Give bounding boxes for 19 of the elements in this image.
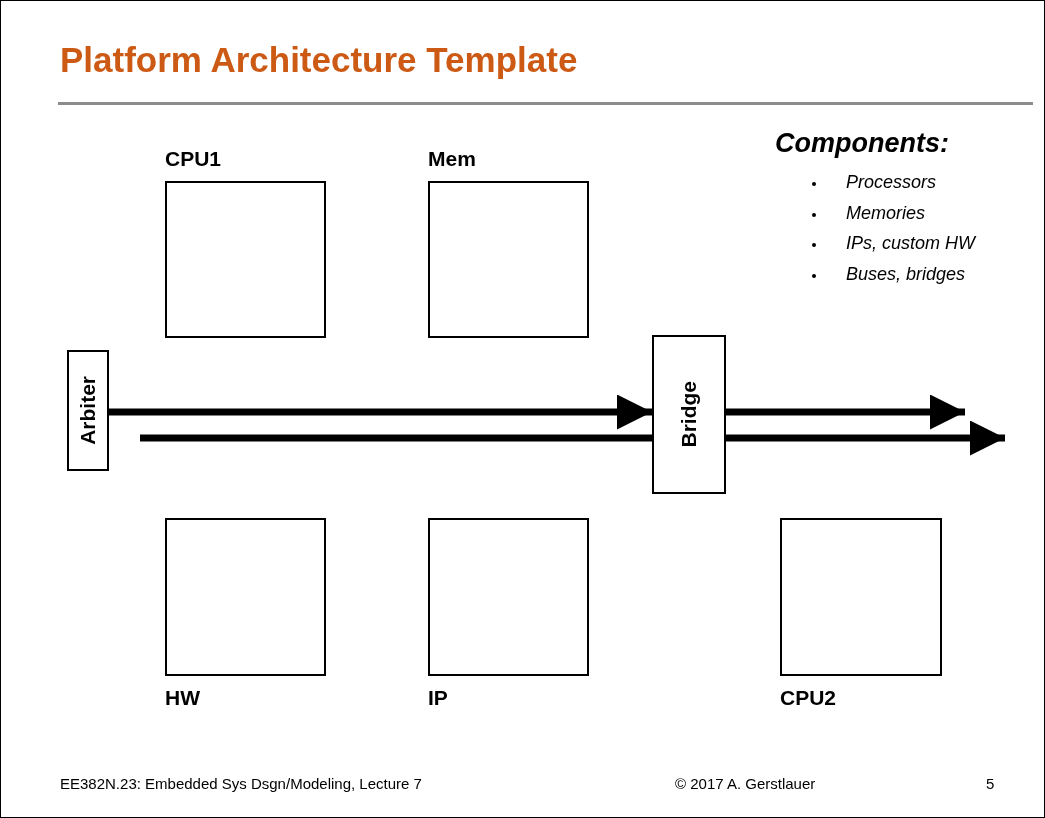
component-label: IP [428, 686, 448, 710]
bullet-item: IPs, custom HW [846, 233, 975, 254]
bullet-item: Buses, bridges [846, 264, 966, 285]
footer-text: © 2017 A. Gerstlauer [675, 775, 816, 792]
bullet-item: Memories [846, 203, 925, 224]
bullet-item: Processors [846, 172, 937, 193]
bus-block [652, 335, 726, 494]
page-number: 5 [986, 775, 995, 792]
component-label: CPU1 [165, 147, 222, 171]
block-label: Arbiter [76, 376, 100, 445]
bus-arrow [109, 394, 652, 430]
footer-text: EE382N.23: Embedded Sys Dsgn/Modeling, Lecture 7 [60, 775, 422, 792]
slide-title: Platform Architecture Template [60, 40, 578, 80]
block-label: Bridge [677, 381, 701, 448]
component-label: CPU2 [780, 686, 837, 710]
component-label: HW [165, 686, 200, 710]
bus-block [67, 350, 109, 471]
component-label: Mem [428, 147, 476, 171]
list-heading: Components: [775, 128, 949, 159]
